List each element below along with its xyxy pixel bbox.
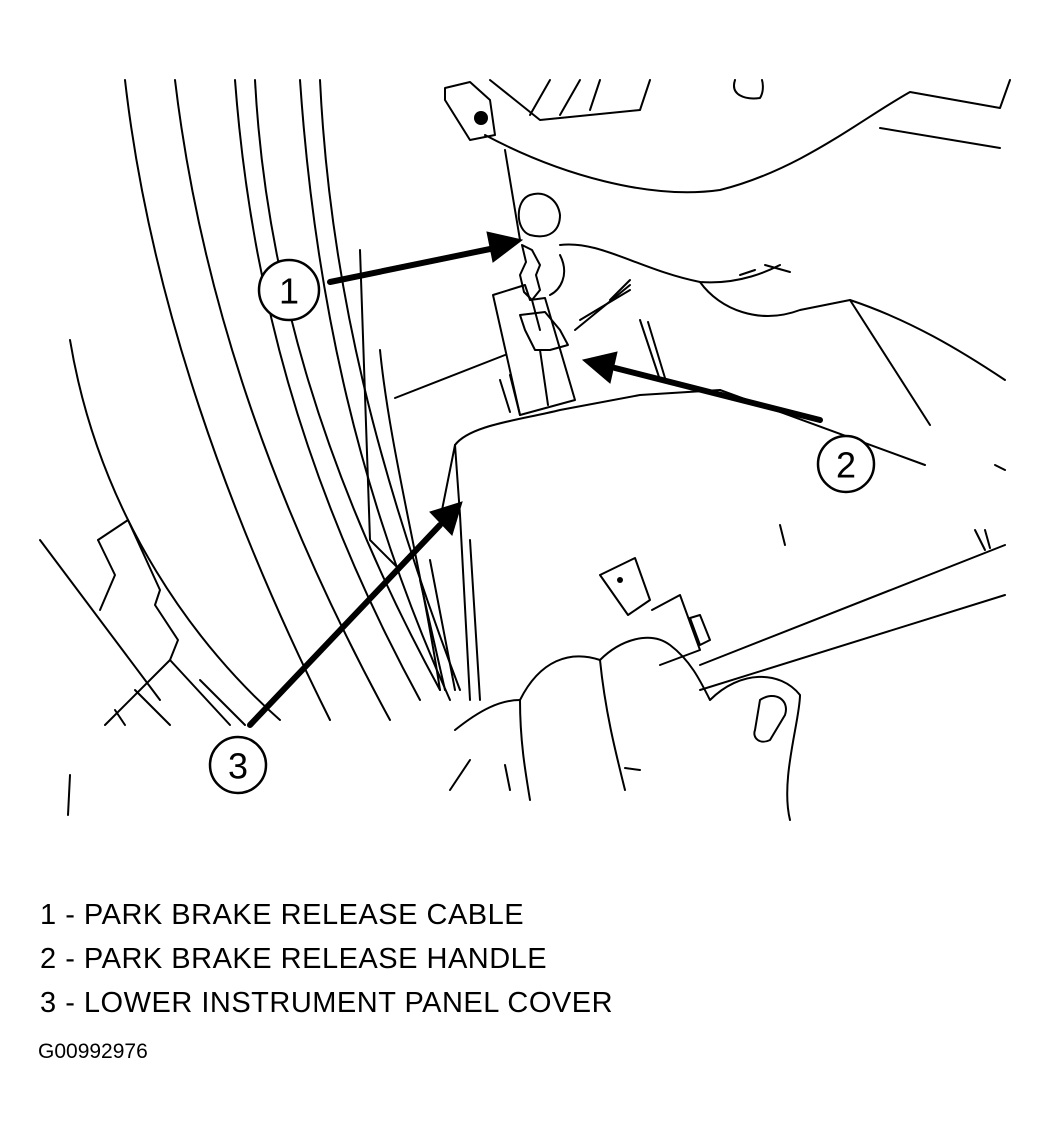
figure-id: G00992976 (38, 1040, 148, 1063)
callout-2: 2 (816, 434, 876, 494)
callout-1: 1 (257, 258, 321, 322)
upper-dash (444, 79, 1011, 194)
upper-hand (517, 192, 1006, 426)
callout-arrow-3 (247, 501, 463, 728)
legend-separator: - (56, 987, 84, 1019)
lower-instrument-panel-cover (419, 389, 1006, 701)
kick-panel-lines (39, 79, 461, 816)
callout-3: 3 (208, 735, 268, 795)
legend-item-3: 3 - LOWER INSTRUMENT PANEL COVER (40, 981, 613, 1025)
legend-label: PARK BRAKE RELEASE HANDLE (83, 943, 548, 975)
svg-text:3: 3 (228, 746, 248, 787)
callout-arrow-1 (327, 231, 524, 285)
legend: 1 - PARK BRAKE RELEASE CABLE 2 - PARK BR… (40, 893, 613, 1025)
legend-label: LOWER INSTRUMENT PANEL COVER (83, 987, 614, 1019)
legend-number: 2 (40, 943, 57, 975)
legend-number: 3 (40, 987, 57, 1019)
lower-left-bracket (97, 519, 246, 726)
legend-label: PARK BRAKE RELEASE CABLE (83, 899, 525, 931)
panel-clips (599, 557, 711, 666)
legend-item-1: 1 - PARK BRAKE RELEASE CABLE (40, 893, 613, 937)
release-cable-assembly (394, 149, 666, 416)
park-brake-illustration: 1 2 3 (39, 79, 1011, 821)
callout-arrow-2 (581, 351, 823, 423)
svg-text:2: 2 (836, 445, 856, 486)
svg-text:1: 1 (279, 271, 299, 312)
legend-number: 1 (40, 899, 57, 931)
legend-separator: - (56, 943, 84, 975)
legend-item-2: 2 - PARK BRAKE RELEASE HANDLE (40, 937, 613, 981)
legend-separator: - (56, 899, 84, 931)
lower-hand (449, 636, 801, 821)
